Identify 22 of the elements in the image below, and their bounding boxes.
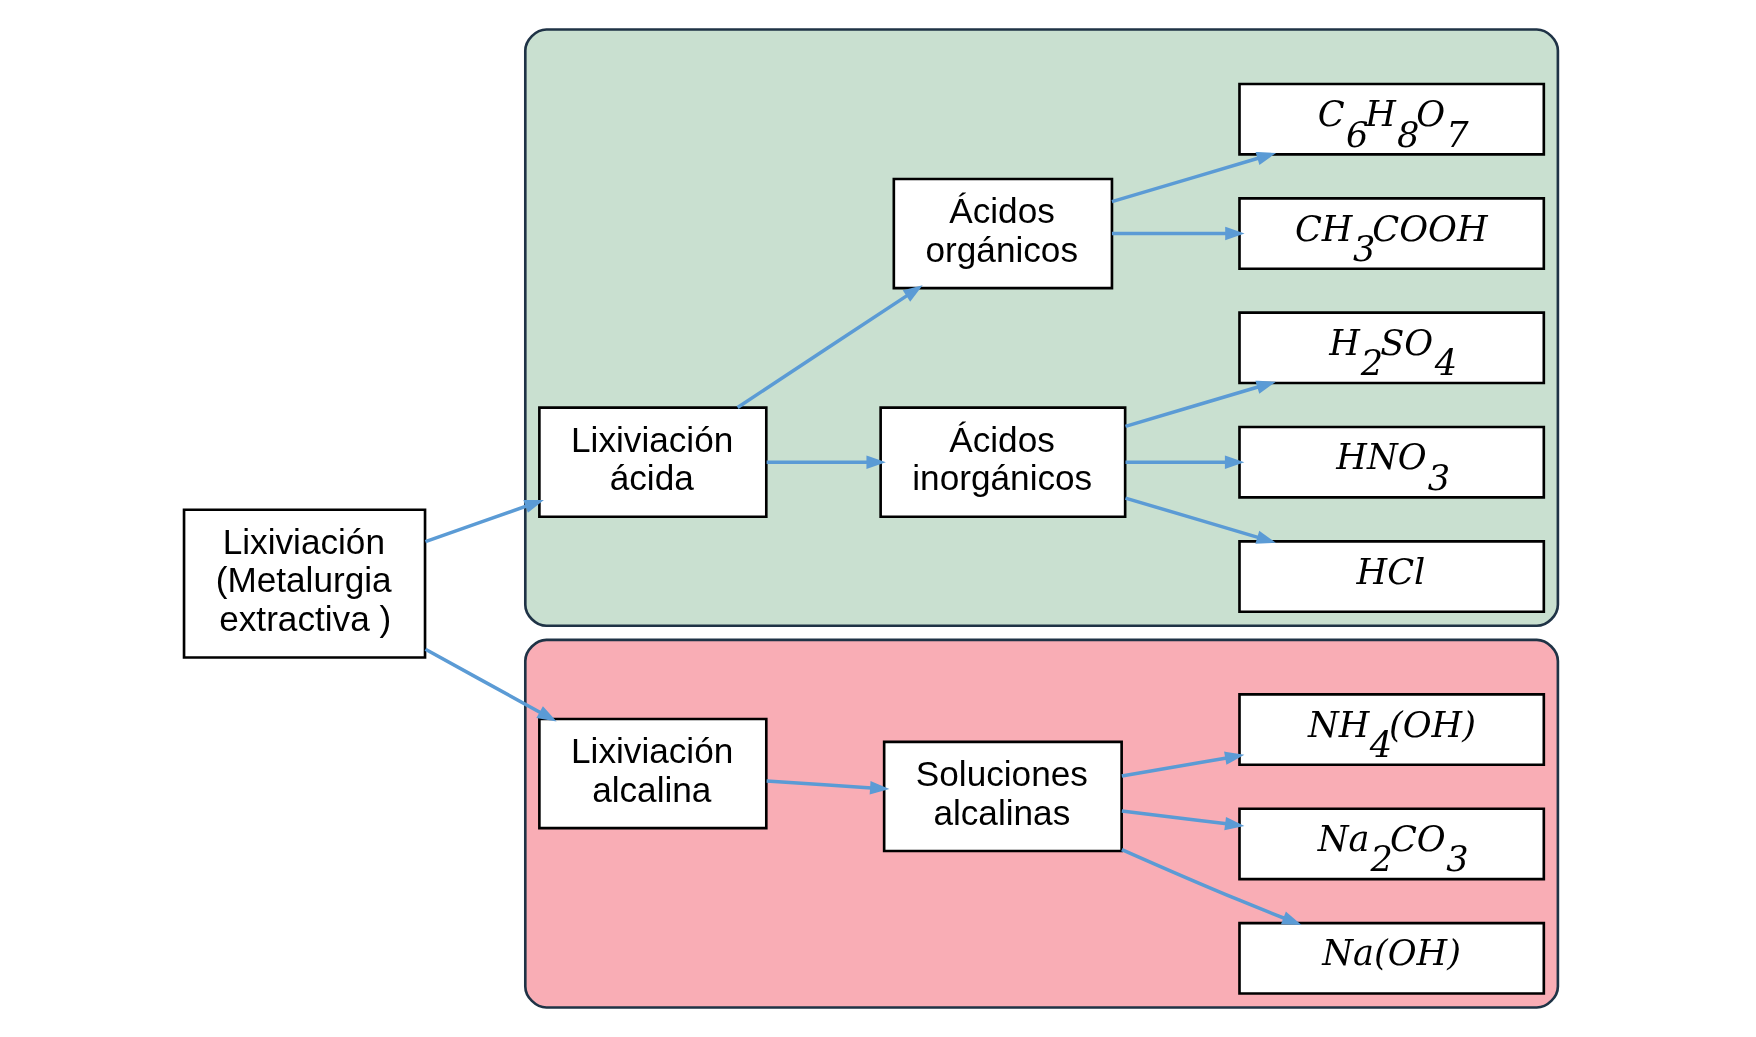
node-box: Na(OH) [1238,921,1546,995]
node-box: Lixiviación ácida [538,406,768,519]
node-box: Ácidos orgánicos [892,177,1114,290]
arrow [1121,751,1245,778]
node-box: Lixiviación alcalina [538,717,768,830]
arrow [736,285,923,409]
arrow [1125,496,1276,544]
arrow [424,647,557,722]
arrow [1125,380,1276,429]
node-box: HCl [1238,540,1546,614]
cluster [523,638,1560,1009]
arrow [1111,226,1245,241]
arrow [1121,809,1245,831]
node-box: Ácidos inorgánicos [879,406,1127,519]
arrow [766,455,886,469]
arrow [1125,455,1245,469]
node-box: Soluciones alcalinas [882,740,1123,853]
arrow [1121,847,1302,925]
arrow [1111,152,1277,204]
arrow [766,779,890,795]
node-box: Lixiviación (Metalurgia extractiva ) [182,508,427,659]
arrow [424,499,544,544]
